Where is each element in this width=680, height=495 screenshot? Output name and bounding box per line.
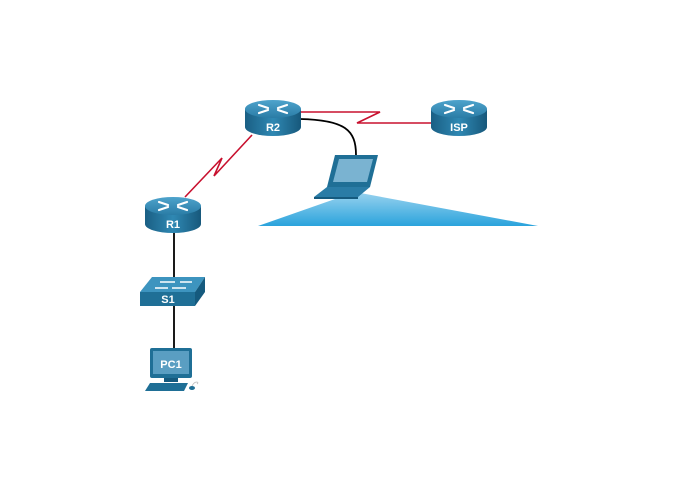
pc-pc1[interactable]: PC1	[145, 348, 199, 391]
router-r1[interactable]: R1	[143, 195, 203, 235]
router-isp[interactable]: ISP	[429, 98, 489, 138]
serial-link-r2-isp	[300, 111, 432, 124]
router-isp-label: ISP	[450, 122, 468, 134]
switch-s1[interactable]: S1	[140, 277, 205, 306]
wireless-coverage	[258, 192, 538, 226]
serial-link-r1-r2	[184, 134, 253, 198]
laptop-icon[interactable]	[314, 155, 378, 199]
router-r2-label: R2	[266, 122, 280, 134]
pc-pc1-label: PC1	[160, 359, 181, 371]
ethernet-link-r2-laptop	[299, 118, 357, 156]
switch-s1-label: S1	[161, 294, 174, 306]
router-r2[interactable]: R2	[243, 98, 303, 138]
router-r1-label: R1	[166, 219, 180, 231]
